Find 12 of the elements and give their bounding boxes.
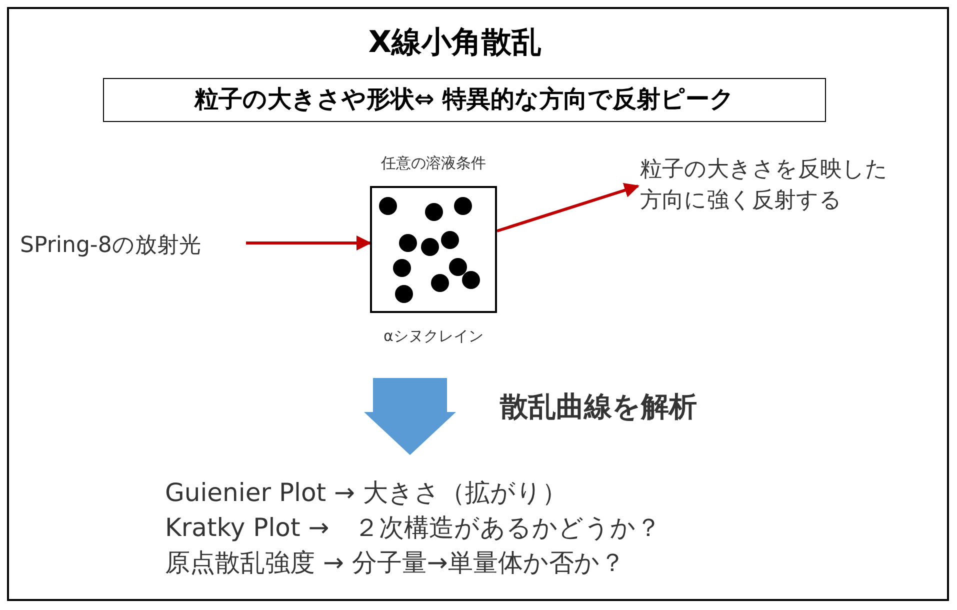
arrow (496, 182, 640, 232)
annotation-text: 粒子の大きさを反映した方向に強く反射する (640, 152, 900, 218)
highlight-box: 粒子の大きさや形状⇔ 特異的な方向で反射ピーク (103, 78, 826, 122)
result-text: Kratky Plot → ２次構造があるかどうか？ (165, 512, 662, 544)
caption-text: 任意の溶液条件 (380, 154, 487, 173)
annotation-text: SPring-8の放射光 (20, 228, 245, 262)
arrow (246, 236, 372, 250)
heading-text: 散乱曲線を解析 (500, 389, 697, 425)
result-text: 原点散乱強度 → 分子量→単量体か否か？ (165, 547, 625, 579)
result-text: Guienier Plot → 大きさ（拡がり） (165, 477, 567, 509)
caption-text: αシヌクレイン (382, 327, 484, 346)
title: X線小角散乱 (367, 24, 543, 62)
